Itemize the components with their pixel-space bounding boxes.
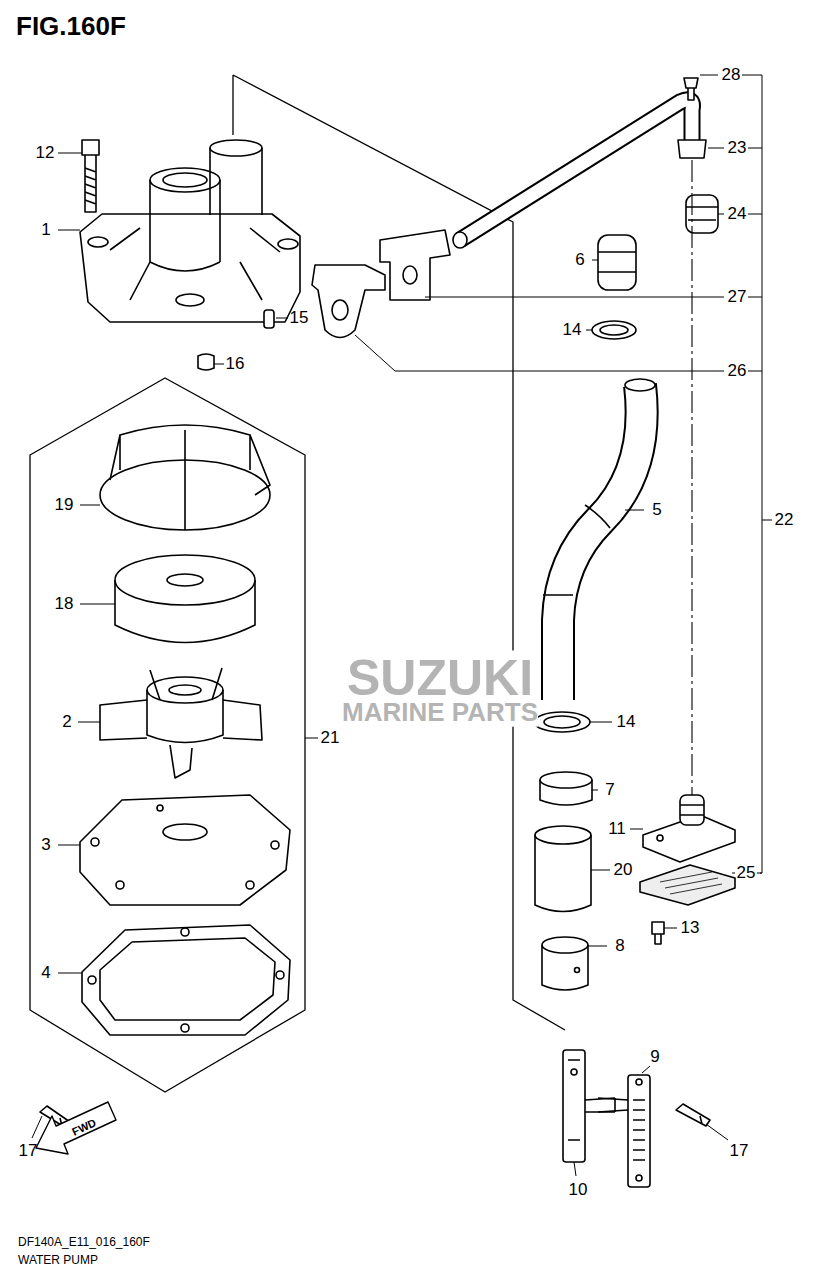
callout-number: 28 [722, 66, 741, 85]
figure-title: FIG.160F [16, 12, 126, 41]
figure-caption: WATER PUMP [18, 1254, 98, 1267]
callout-number: 6 [575, 251, 584, 270]
callout-number: 24 [728, 205, 747, 224]
callout-number: 3 [41, 836, 50, 855]
callout-number: 1 [41, 221, 50, 240]
callout-number: 26 [728, 362, 747, 381]
callout-number: 14 [563, 321, 582, 340]
callout-number: 18 [55, 595, 74, 614]
callout-number: 4 [41, 964, 50, 983]
callout-number: 19 [55, 496, 74, 515]
callout-number: 16 [226, 355, 245, 374]
callout-number: 12 [36, 144, 55, 163]
callout-number: 23 [728, 139, 747, 158]
callout-number: 27 [728, 288, 747, 307]
callout-number: 11 [608, 820, 626, 839]
callout-number: 25 [737, 864, 756, 883]
callout-number: 9 [650, 1048, 659, 1067]
callout-number: 17 [730, 1142, 749, 1161]
callout-number: 7 [605, 781, 614, 800]
callout-number: 15 [290, 309, 309, 328]
callout-number: 2 [62, 713, 71, 732]
watermark-text: MARINE PARTS [342, 698, 538, 727]
drawing-code: DF140A_E11_016_160F [18, 1236, 150, 1249]
callout-number: 8 [615, 937, 624, 956]
callout-number: 5 [652, 501, 661, 520]
callout-number: 17 [19, 1142, 38, 1161]
callout-number: 10 [569, 1181, 588, 1200]
callout-number: 21 [321, 729, 340, 748]
leader-lines [32, 75, 772, 1176]
callout-number: 14 [617, 713, 636, 732]
callout-number: 20 [614, 861, 633, 880]
callout-number: 13 [681, 919, 700, 938]
callout-number: 22 [775, 511, 794, 530]
